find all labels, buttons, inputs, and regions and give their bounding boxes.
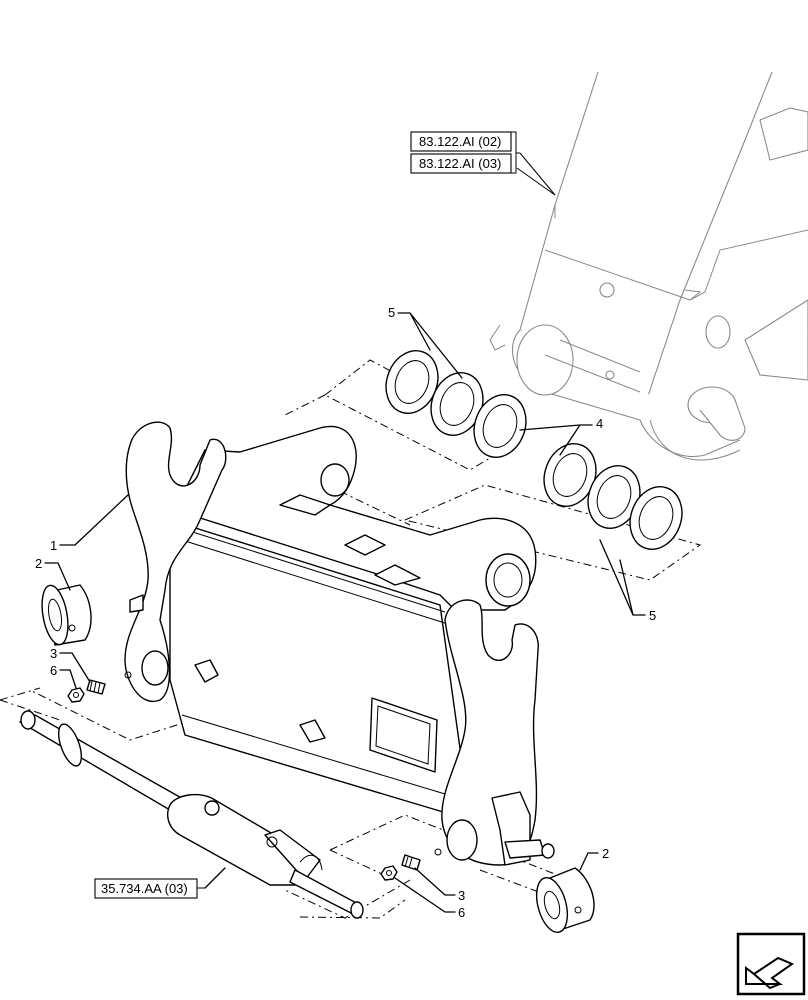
callout-4: 4 <box>596 416 603 431</box>
washers-group-5-bottom <box>543 443 683 550</box>
cylinder-reference-box: 35.734.AA (03) <box>94 878 205 899</box>
boom-arm <box>489 71 808 461</box>
nut-right <box>380 865 398 881</box>
arrow-icon[interactable] <box>736 932 806 996</box>
callout-6-right: 6 <box>458 905 465 920</box>
leader-lines <box>44 312 646 913</box>
callout-3-left: 3 <box>50 646 57 661</box>
callout-6-left: 6 <box>50 663 57 678</box>
callout-numbers: 1 2 3 6 5 4 5 2 3 6 <box>35 305 656 920</box>
bushing-left <box>41 584 92 646</box>
bushing-right <box>535 867 595 933</box>
cylinder-reference[interactable]: 35.734.AA (03) <box>101 881 188 896</box>
callout-2-left: 2 <box>35 556 42 571</box>
callout-5-top: 5 <box>388 305 395 320</box>
set-screw-left <box>86 679 106 695</box>
callout-2-right: 2 <box>602 846 609 861</box>
boom-reference-boxes: 83.122.AI (02) 83.122.AI (03) <box>410 131 556 196</box>
set-screw-right <box>401 854 421 871</box>
callout-3-right: 3 <box>458 888 465 903</box>
boom-reference-1[interactable]: 83.122.AI (02) <box>419 134 501 149</box>
quick-coupler-frame <box>124 421 555 866</box>
boom-reference-2[interactable]: 83.122.AI (03) <box>419 156 501 171</box>
nut-left <box>67 687 85 703</box>
washers-group-5-top <box>385 350 527 458</box>
callout-5-bottom: 5 <box>649 608 656 623</box>
hydraulic-cylinder <box>19 710 364 919</box>
callout-1: 1 <box>50 538 57 553</box>
